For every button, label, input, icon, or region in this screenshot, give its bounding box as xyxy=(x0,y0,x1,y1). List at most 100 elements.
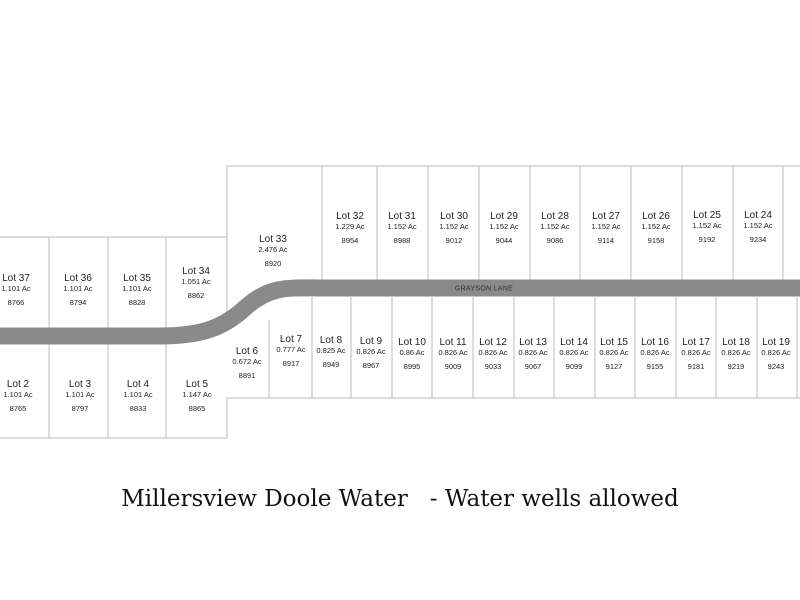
lot-name-label: Lot 10 xyxy=(398,337,426,348)
lot-address: 8766 xyxy=(8,298,25,307)
lot-name-label: Lot 3 xyxy=(69,379,92,390)
lot-address: 9243 xyxy=(768,362,785,371)
lot-acreage: 1.051 Ac xyxy=(181,277,210,286)
lot-acreage: 1.152 Ac xyxy=(641,222,670,231)
lot-address: 9033 xyxy=(485,362,502,371)
road-label: GRAYSON LANE xyxy=(455,286,513,293)
lot-name-label: Lot 36 xyxy=(64,273,92,284)
lot-address: 8920 xyxy=(265,259,282,268)
water-note-caption: Millersview Doole Water - Water wells al… xyxy=(121,486,679,512)
lot-acreage: 1.101 Ac xyxy=(3,390,32,399)
lot-parcel-lot-16[interactable]: Lot 160.826 Ac 9155 xyxy=(640,337,669,371)
lot-name-label: Lot 25 xyxy=(693,210,721,221)
lot-parcel-lot-12[interactable]: Lot 120.826 Ac 9033 xyxy=(478,337,507,371)
lot-acreage: 0.826 Ac xyxy=(599,348,628,357)
lot-name-label: Lot 12 xyxy=(479,337,507,348)
lot-acreage: 1.101 Ac xyxy=(63,284,92,293)
lot-name-label: Lot 35 xyxy=(123,273,151,284)
lot-acreage: 1.152 Ac xyxy=(439,222,468,231)
lot-name-label: Lot 33 xyxy=(259,234,287,245)
lot-acreage: 1.152 Ac xyxy=(387,222,416,231)
lot-acreage: 0.826 Ac xyxy=(518,348,547,357)
lot-address: 9234 xyxy=(750,235,767,244)
lot-acreage: 0.826 Ac xyxy=(478,348,507,357)
lot-acreage: 1.152 Ac xyxy=(489,222,518,231)
lot-name-label: Lot 7 xyxy=(280,334,303,345)
lot-acreage: 0.826 Ac xyxy=(356,347,385,356)
lot-name-label: Lot 31 xyxy=(388,211,416,222)
lot-address: 9114 xyxy=(598,236,614,245)
lot-address: 8891 xyxy=(239,371,256,380)
lot-parcel-lot-27[interactable]: Lot 271.152 Ac 9114 xyxy=(591,211,620,245)
lot-name-label: Lot 13 xyxy=(519,337,547,348)
lot-acreage: 0.86 Ac xyxy=(399,348,424,357)
lot-address: 8967 xyxy=(363,361,380,370)
lot-name-label: Lot 17 xyxy=(682,337,710,348)
lot-boundaries xyxy=(0,165,800,439)
lot-acreage: 1.152 Ac xyxy=(692,221,721,230)
lot-address: 8765 xyxy=(10,404,27,413)
lot-name-label: Lot 29 xyxy=(490,211,518,222)
lot-address: 8995 xyxy=(404,362,421,371)
lot-acreage: 0.826 Ac xyxy=(681,348,710,357)
lot-address: 9181 xyxy=(688,362,705,371)
lot-address: 9009 xyxy=(445,362,462,371)
lot-parcel-lot-10[interactable]: Lot 100.86 Ac 8995 xyxy=(398,337,426,371)
lot-address: 9158 xyxy=(648,236,665,245)
lot-parcel-lot-31[interactable]: Lot 311.152 Ac 8988 xyxy=(387,211,416,245)
lot-parcel-lot-24[interactable]: Lot 241.152 Ac 9234 xyxy=(743,210,772,244)
lot-parcel-lot-17[interactable]: Lot 170.826 Ac 9181 xyxy=(681,337,710,371)
lot-name-label: Lot 16 xyxy=(641,337,669,348)
lot-name-label: Lot 27 xyxy=(592,211,620,222)
lot-acreage: 0.672 Ac xyxy=(232,357,261,366)
lot-name-label: Lot 18 xyxy=(722,337,750,348)
lot-address: 9012 xyxy=(446,236,463,245)
lot-address: 9155 xyxy=(647,362,664,371)
lot-address: 8917 xyxy=(283,359,300,368)
lot-acreage: 0.826 Ac xyxy=(640,348,669,357)
lot-acreage: 1.152 Ac xyxy=(591,222,620,231)
lot-address: 9086 xyxy=(547,236,564,245)
lot-name-label: Lot 8 xyxy=(320,335,343,346)
lot-acreage: 1.101 Ac xyxy=(1,284,30,293)
lot-address: 8988 xyxy=(394,236,411,245)
lot-acreage: 1.152 Ac xyxy=(743,221,772,230)
lot-address: 8865 xyxy=(189,404,206,413)
lot-address: 8862 xyxy=(188,291,205,300)
lot-name-label: Lot 15 xyxy=(600,337,628,348)
lot-acreage: 0.826 Ac xyxy=(761,348,790,357)
lot-acreage: 1.229 Ac xyxy=(335,222,364,231)
lot-address: 8797 xyxy=(72,404,89,413)
lot-acreage: 0.825 Ac xyxy=(316,346,345,355)
lot-name-label: Lot 24 xyxy=(744,210,772,221)
lot-acreage: 0.826 Ac xyxy=(559,348,588,357)
lot-acreage: 1.152 Ac xyxy=(540,222,569,231)
lot-address: 8833 xyxy=(130,404,147,413)
